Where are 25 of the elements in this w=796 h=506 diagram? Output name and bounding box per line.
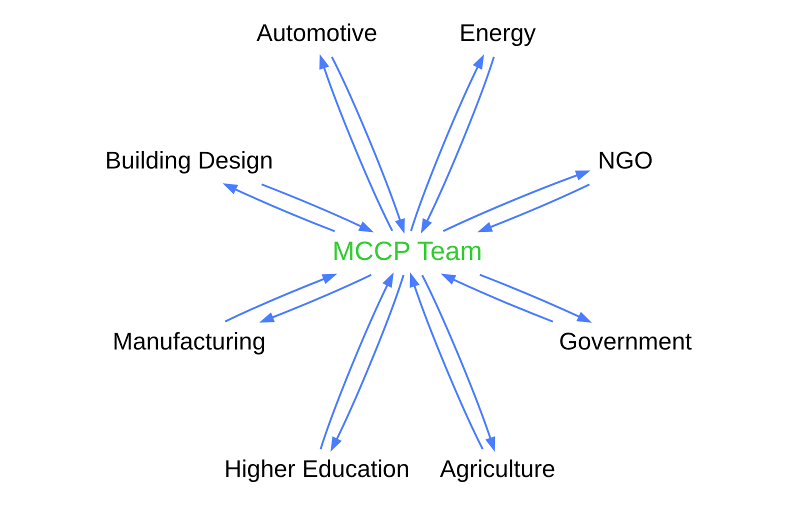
node-text: Agriculture (439, 456, 555, 484)
node-text: NGO (597, 148, 652, 175)
arrow (440, 274, 553, 322)
arrow (330, 274, 404, 452)
arrow (478, 274, 592, 323)
arrow (318, 54, 393, 232)
node-text: Automotive (256, 20, 377, 47)
arrow (330, 56, 404, 234)
arrow (258, 274, 372, 323)
node-text: Higher Education (224, 456, 410, 484)
arrow (420, 274, 495, 452)
arrow (442, 170, 590, 232)
arrow (260, 184, 374, 232)
node-text: MCCP Team (332, 236, 482, 266)
node-text: Energy (458, 20, 536, 47)
arrow (319, 272, 394, 450)
node-text: Manufacturing (112, 328, 266, 356)
arrow (224, 274, 337, 322)
arrow (420, 56, 494, 234)
node-text: Building Design (104, 148, 273, 175)
arrow (476, 184, 590, 232)
arrow (222, 183, 335, 232)
arrow (409, 272, 484, 450)
node-text: Government (558, 328, 692, 356)
arrow (410, 54, 484, 232)
